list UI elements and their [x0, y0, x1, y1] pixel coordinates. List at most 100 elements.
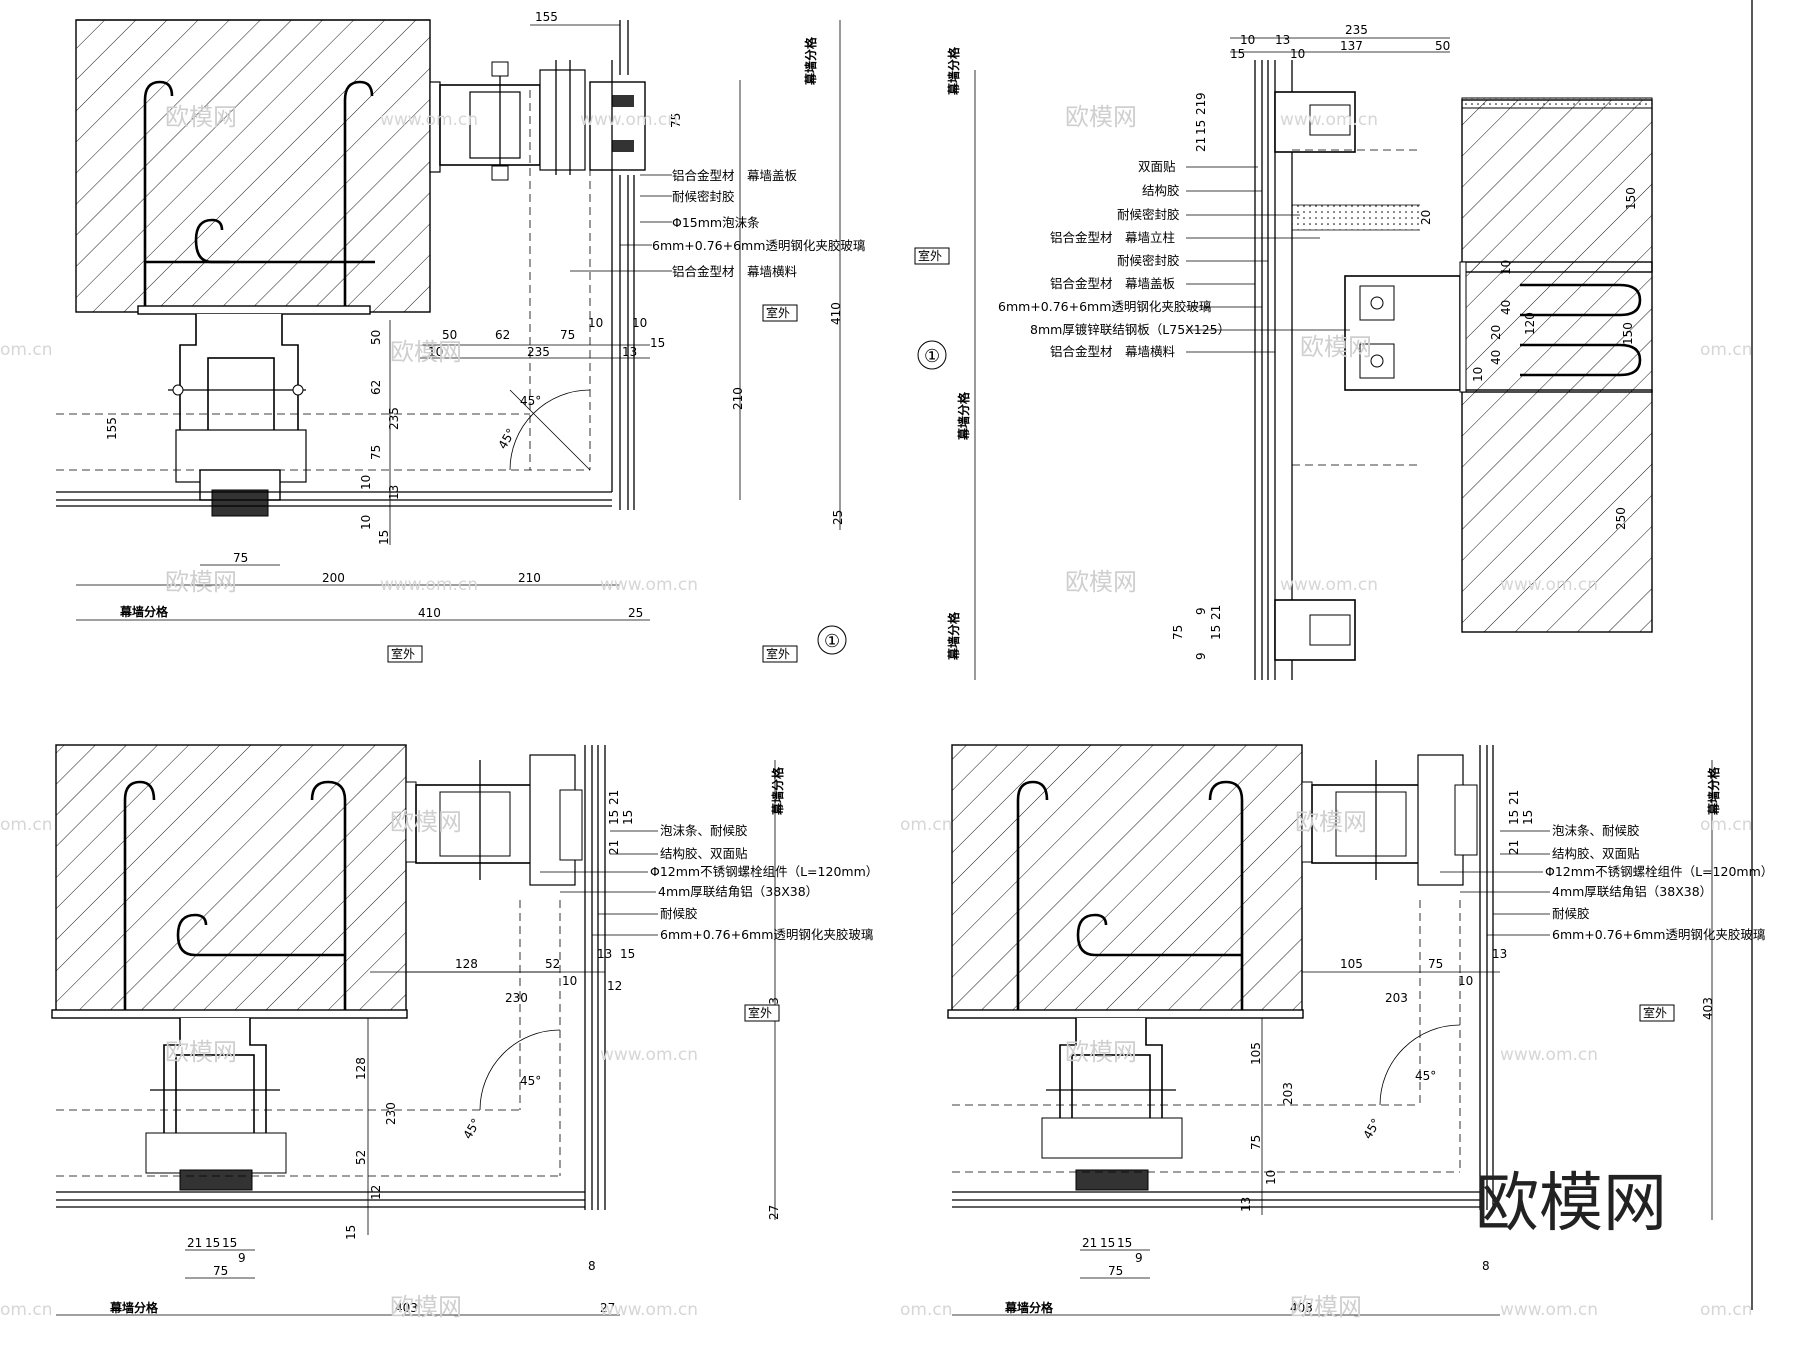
svg-text:25: 25: [628, 606, 643, 620]
svg-text:410: 410: [829, 302, 843, 325]
svg-text:铝合金型材 幕墙立柱: 铝合金型材 幕墙立柱: [1050, 230, 1175, 245]
svg-text:10: 10: [632, 316, 647, 330]
svg-text:幕墙分格: 幕墙分格: [1706, 766, 1721, 816]
svg-text:欧模网: 欧模网: [1290, 1293, 1362, 1321]
svg-text:10: 10: [1264, 1170, 1278, 1185]
svg-text:403: 403: [1290, 1301, 1313, 1315]
svg-text:www.om.cn: www.om.cn: [1280, 110, 1378, 130]
svg-text:13: 13: [622, 345, 637, 359]
svg-text:8mm厚镀锌联结钢板（L75X125）: 8mm厚镀锌联结钢板（L75X125）: [1030, 322, 1230, 337]
svg-text:15: 15: [620, 947, 635, 961]
svg-text:www.om.cn: www.om.cn: [1500, 1045, 1598, 1065]
svg-text:75: 75: [213, 1264, 228, 1278]
svg-text:21: 21: [1507, 790, 1521, 805]
svg-text:4mm厚联结角铝（38X38）: 4mm厚联结角铝（38X38）: [658, 884, 818, 899]
svg-text:21: 21: [607, 790, 621, 805]
svg-text:幕墙分格: 幕墙分格: [109, 1300, 159, 1315]
svg-text:230: 230: [505, 991, 528, 1005]
svg-text:结构胶、双面贴: 结构胶、双面贴: [660, 846, 748, 861]
svg-text:铝合金型材 幕墙横料: 铝合金型材 幕墙横料: [672, 264, 798, 279]
svg-text:45°: 45°: [520, 1074, 541, 1088]
svg-text:10: 10: [359, 475, 373, 490]
svg-text:50: 50: [442, 328, 457, 342]
svg-text:203: 203: [1281, 1082, 1295, 1105]
svg-text:52: 52: [545, 957, 560, 971]
svg-text:27: 27: [600, 1301, 615, 1315]
svg-text:15: 15: [222, 1236, 237, 1250]
svg-text:20: 20: [1489, 325, 1503, 340]
svg-text:www.om.cn: www.om.cn: [1280, 575, 1378, 595]
detail-2: 235 10 13 15 10 137 50 幕墙分格 幕墙分格 幕墙分格 ① …: [914, 23, 1653, 680]
svg-text:21: 21: [1194, 100, 1208, 115]
svg-text:21: 21: [1209, 605, 1223, 620]
svg-text:45°: 45°: [1415, 1069, 1436, 1083]
svg-text:21: 21: [1082, 1236, 1097, 1250]
svg-text:6mm+0.76+6mm透明钢化夹胶玻璃: 6mm+0.76+6mm透明钢化夹胶玻璃: [1552, 927, 1765, 942]
svg-text:25: 25: [831, 510, 845, 525]
svg-text:15: 15: [1194, 120, 1208, 135]
svg-text:10: 10: [1499, 260, 1513, 275]
svg-text:www.om.cn: www.om.cn: [1500, 1300, 1598, 1320]
svg-text:10: 10: [359, 515, 373, 530]
svg-text:40: 40: [1499, 300, 1513, 315]
svg-text:www.om.cn: www.om.cn: [600, 575, 698, 595]
svg-text:15: 15: [205, 1236, 220, 1250]
svg-text:50: 50: [1435, 39, 1450, 53]
svg-text:210: 210: [731, 387, 745, 410]
svg-text:幕墙分格: 幕墙分格: [946, 46, 961, 96]
svg-text:45°: 45°: [460, 1116, 483, 1141]
svg-text:泡沫条、耐候胶: 泡沫条、耐候胶: [660, 823, 748, 838]
svg-text:13: 13: [1239, 1197, 1253, 1212]
svg-text:om.cn: om.cn: [0, 340, 53, 360]
svg-text:9: 9: [1194, 607, 1208, 615]
svg-text:155: 155: [105, 417, 119, 440]
svg-text:室外: 室外: [1643, 1005, 1667, 1020]
svg-text:15: 15: [1100, 1236, 1115, 1250]
svg-text:耐候密封胶: 耐候密封胶: [1117, 253, 1180, 268]
svg-text:9: 9: [1194, 652, 1208, 660]
svg-text:137: 137: [1340, 39, 1363, 53]
detail-marker: ①: [824, 631, 840, 652]
concrete-column: [75, 19, 431, 313]
svg-text:4mm厚联结角铝（38X38）: 4mm厚联结角铝（38X38）: [1552, 884, 1712, 899]
svg-text:欧模网: 欧模网: [1065, 568, 1137, 596]
svg-text:235: 235: [387, 407, 401, 430]
svg-text:15: 15: [1209, 625, 1223, 640]
svg-text:128: 128: [354, 1057, 368, 1080]
division-label: 幕墙分格: [803, 36, 818, 86]
svg-text:62: 62: [369, 380, 383, 395]
svg-text:幕墙分格: 幕墙分格: [1004, 1300, 1054, 1315]
svg-text:200: 200: [322, 571, 345, 585]
svg-text:210: 210: [518, 571, 541, 585]
svg-text:欧模网: 欧模网: [390, 338, 462, 366]
svg-text:21: 21: [1194, 137, 1208, 152]
svg-text:75: 75: [669, 113, 683, 128]
svg-text:40: 40: [1489, 350, 1503, 365]
watermark-logo: 欧模网: [1475, 1167, 1667, 1241]
svg-text:10: 10: [1471, 367, 1485, 382]
svg-text:10: 10: [428, 345, 443, 359]
svg-text:9: 9: [238, 1251, 246, 1265]
svg-text:45°: 45°: [1360, 1116, 1383, 1141]
svg-text:13: 13: [387, 485, 401, 500]
concrete-column: [55, 744, 407, 1014]
svg-text:欧模网: 欧模网: [165, 1038, 237, 1066]
svg-text:21: 21: [187, 1236, 202, 1250]
svg-text:15: 15: [1230, 47, 1245, 61]
svg-text:10: 10: [1290, 47, 1305, 61]
svg-text:230: 230: [384, 1102, 398, 1125]
svg-text:幕墙分格: 幕墙分格: [770, 766, 785, 816]
svg-text:8: 8: [1482, 1259, 1490, 1273]
svg-text:128: 128: [455, 957, 478, 971]
svg-text:13: 13: [597, 947, 612, 961]
svg-text:om.cn: om.cn: [1700, 815, 1753, 835]
svg-text:52: 52: [354, 1150, 368, 1165]
svg-text:15: 15: [344, 1225, 358, 1240]
floor-slab: [1461, 99, 1653, 273]
svg-text:欧模网: 欧模网: [1300, 333, 1372, 361]
svg-text:10: 10: [588, 316, 603, 330]
svg-text:15: 15: [377, 530, 391, 545]
svg-text:75: 75: [560, 328, 575, 342]
svg-text:150: 150: [1621, 322, 1635, 345]
